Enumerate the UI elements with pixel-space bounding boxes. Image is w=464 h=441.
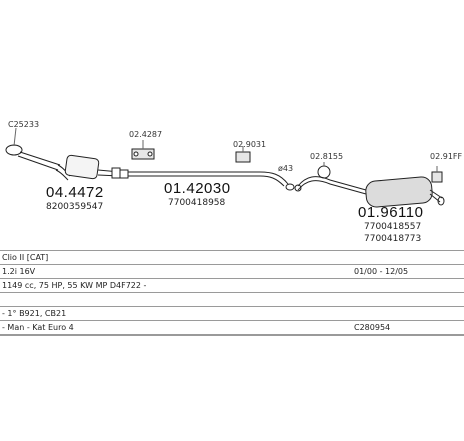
engine-cell: 1.2i 16V <box>2 267 36 276</box>
ref-label-1: C25233 <box>8 120 40 129</box>
oem-number-2: 7700418958 <box>168 198 226 208</box>
ref-label-5: 02.91FF <box>430 152 463 161</box>
date-range-cell: 01/00 - 12/05 <box>354 267 409 276</box>
exhaust-diagram: C25233 02.4287 02.9031 02.8155 02.91FF ø… <box>5 120 463 244</box>
table-row: 1.2i 16V 01/00 - 12/05 <box>0 264 464 278</box>
ref-label-4: 02.8155 <box>310 152 344 161</box>
table-row: - 1° B921, CB21 <box>0 306 464 320</box>
hanger-3 <box>431 166 443 183</box>
vehicle-info-table: Clio II [CAT] 1.2i 16V 01/00 - 12/05 114… <box>0 250 464 336</box>
exhaust-drawing <box>5 127 445 208</box>
model-cell: Clio II [CAT] <box>2 253 49 262</box>
kit-code-cell: C280954 <box>354 323 391 332</box>
catalytic-converter-assembly <box>5 127 121 181</box>
oem-number-3a: 7700418557 <box>364 222 422 232</box>
part-number-2: 01.42030 <box>164 180 231 197</box>
middle-pipe <box>119 169 295 191</box>
hanger-1 <box>235 146 251 163</box>
oem-number-1: 8200359547 <box>46 202 104 212</box>
table-row: - Man - Kat Euro 4 C280954 <box>0 320 464 334</box>
ref-label-2: 02.4287 <box>129 130 163 139</box>
ref-label-6: ø43 <box>278 164 294 173</box>
table-row: Clio II [CAT] <box>0 250 464 264</box>
ref-label-3: 02.9031 <box>233 140 267 149</box>
body-code-cell: - 1° B921, CB21 <box>2 309 67 318</box>
table-row: 1149 cc, 75 HP, 55 KW MP D4F722 - <box>0 278 464 292</box>
oem-number-3b: 7700418773 <box>364 234 422 244</box>
hanger-2 <box>317 162 331 179</box>
rear-muffler-assembly <box>294 176 445 208</box>
spec-cell: 1149 cc, 75 HP, 55 KW MP D4F722 - <box>2 281 147 290</box>
part-number-1: 04.4472 <box>46 184 104 201</box>
transmission-cell: - Man - Kat Euro 4 <box>2 323 74 332</box>
clamp-1 <box>131 140 155 160</box>
part-number-3: 01.96110 <box>358 204 424 221</box>
table-bottom-border <box>0 334 464 336</box>
table-row <box>0 292 464 306</box>
